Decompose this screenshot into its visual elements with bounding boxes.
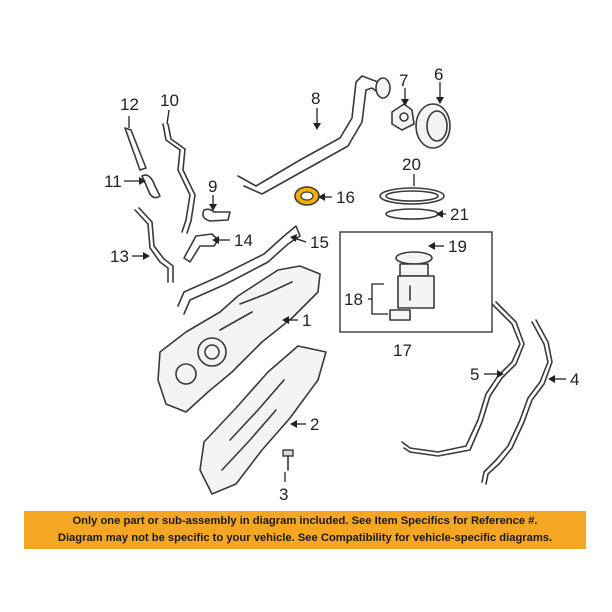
- part-9-elbow-hose: [202, 208, 231, 222]
- disclaimer-line-1: Only one part or sub-assembly in diagram…: [72, 515, 538, 527]
- part-15-line: [177, 225, 301, 315]
- part-21-gasket: [385, 208, 439, 220]
- callout-1: 1: [302, 311, 311, 330]
- callout-12: 12: [120, 95, 139, 114]
- callout-4: 4: [570, 370, 579, 389]
- callout-16: 16: [336, 188, 355, 207]
- callout-20: 20: [402, 155, 421, 174]
- part-8-filler-tube: [237, 75, 391, 195]
- callout-11: 11: [104, 172, 122, 191]
- callout-17: 17: [393, 341, 412, 360]
- callout-5: 5: [470, 365, 479, 384]
- part-14-hose: [183, 233, 219, 263]
- part-10-tube: [162, 123, 196, 234]
- callout-numbers: 12 10 11 9 8 7 6 16 20 21 19 14 15 13 18…: [104, 65, 579, 504]
- callout-15: 15: [310, 233, 329, 252]
- part-17-module-box: [339, 231, 493, 333]
- callout-8: 8: [311, 89, 320, 108]
- callout-18: 18: [344, 290, 363, 309]
- callout-10: 10: [160, 91, 179, 110]
- part-4-line: [481, 319, 553, 485]
- part-2-skid-plate: [199, 345, 327, 495]
- callout-9: 9: [208, 177, 217, 196]
- callout-6: 6: [434, 65, 443, 84]
- part-12-vent-tube: [124, 127, 147, 171]
- disclaimer-banner: Only one part or sub-assembly in diagram…: [24, 511, 586, 549]
- callout-7: 7: [399, 71, 408, 90]
- part-7-housing: [391, 103, 415, 131]
- part-1-fuel-tank: [157, 265, 321, 413]
- callout-13: 13: [110, 247, 129, 266]
- part-20-seal: [379, 187, 445, 205]
- part-11-hose: [141, 174, 161, 199]
- part-16-lock-ring-highlighted: [294, 186, 320, 206]
- callout-14: 14: [234, 231, 253, 250]
- callout-3: 3: [279, 485, 288, 504]
- disclaimer-line-2: Diagram may not be specific to your vehi…: [57, 532, 553, 544]
- part-5-line: [401, 301, 525, 457]
- part-3-bolt: [282, 449, 294, 471]
- part-6-cap: [415, 103, 451, 149]
- callout-21: 21: [450, 205, 469, 224]
- part-13-hose: [134, 207, 174, 283]
- callout-19: 19: [448, 237, 467, 256]
- leader-lines: [124, 82, 566, 482]
- callout-2: 2: [310, 415, 319, 434]
